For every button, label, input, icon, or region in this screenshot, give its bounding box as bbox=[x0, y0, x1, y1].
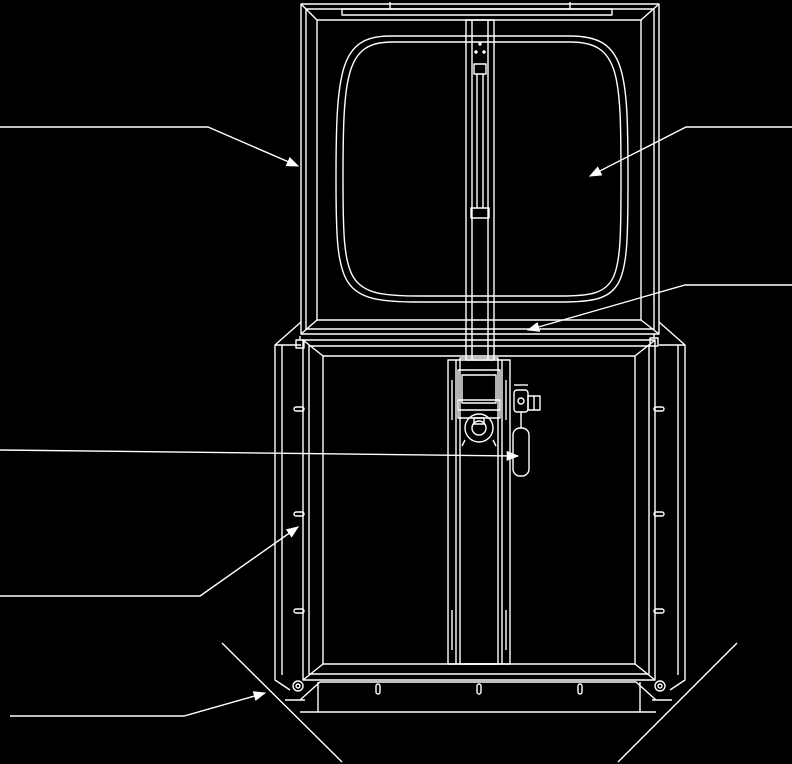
glass-panel bbox=[335, 35, 629, 303]
door-handle bbox=[512, 384, 541, 477]
side-pins bbox=[295, 334, 659, 349]
upper-window-frame bbox=[300, 2, 660, 335]
lower-frame-leader bbox=[0, 526, 300, 597]
corner-bracket-leader bbox=[10, 691, 267, 717]
base-plate bbox=[299, 681, 657, 713]
upper-bottom-rail-leader bbox=[526, 284, 792, 332]
corner-brackets bbox=[221, 642, 738, 763]
upper-frame-leader bbox=[0, 126, 300, 167]
support-arm bbox=[465, 19, 495, 361]
handle-leader bbox=[0, 449, 520, 461]
lower-door-frame bbox=[302, 339, 656, 681]
latch-mechanism bbox=[457, 369, 501, 447]
glass-panel-leader bbox=[588, 126, 792, 177]
lower-housing-outer bbox=[274, 321, 686, 691]
mounting-slots bbox=[293, 406, 665, 695]
center-channel bbox=[447, 357, 511, 665]
